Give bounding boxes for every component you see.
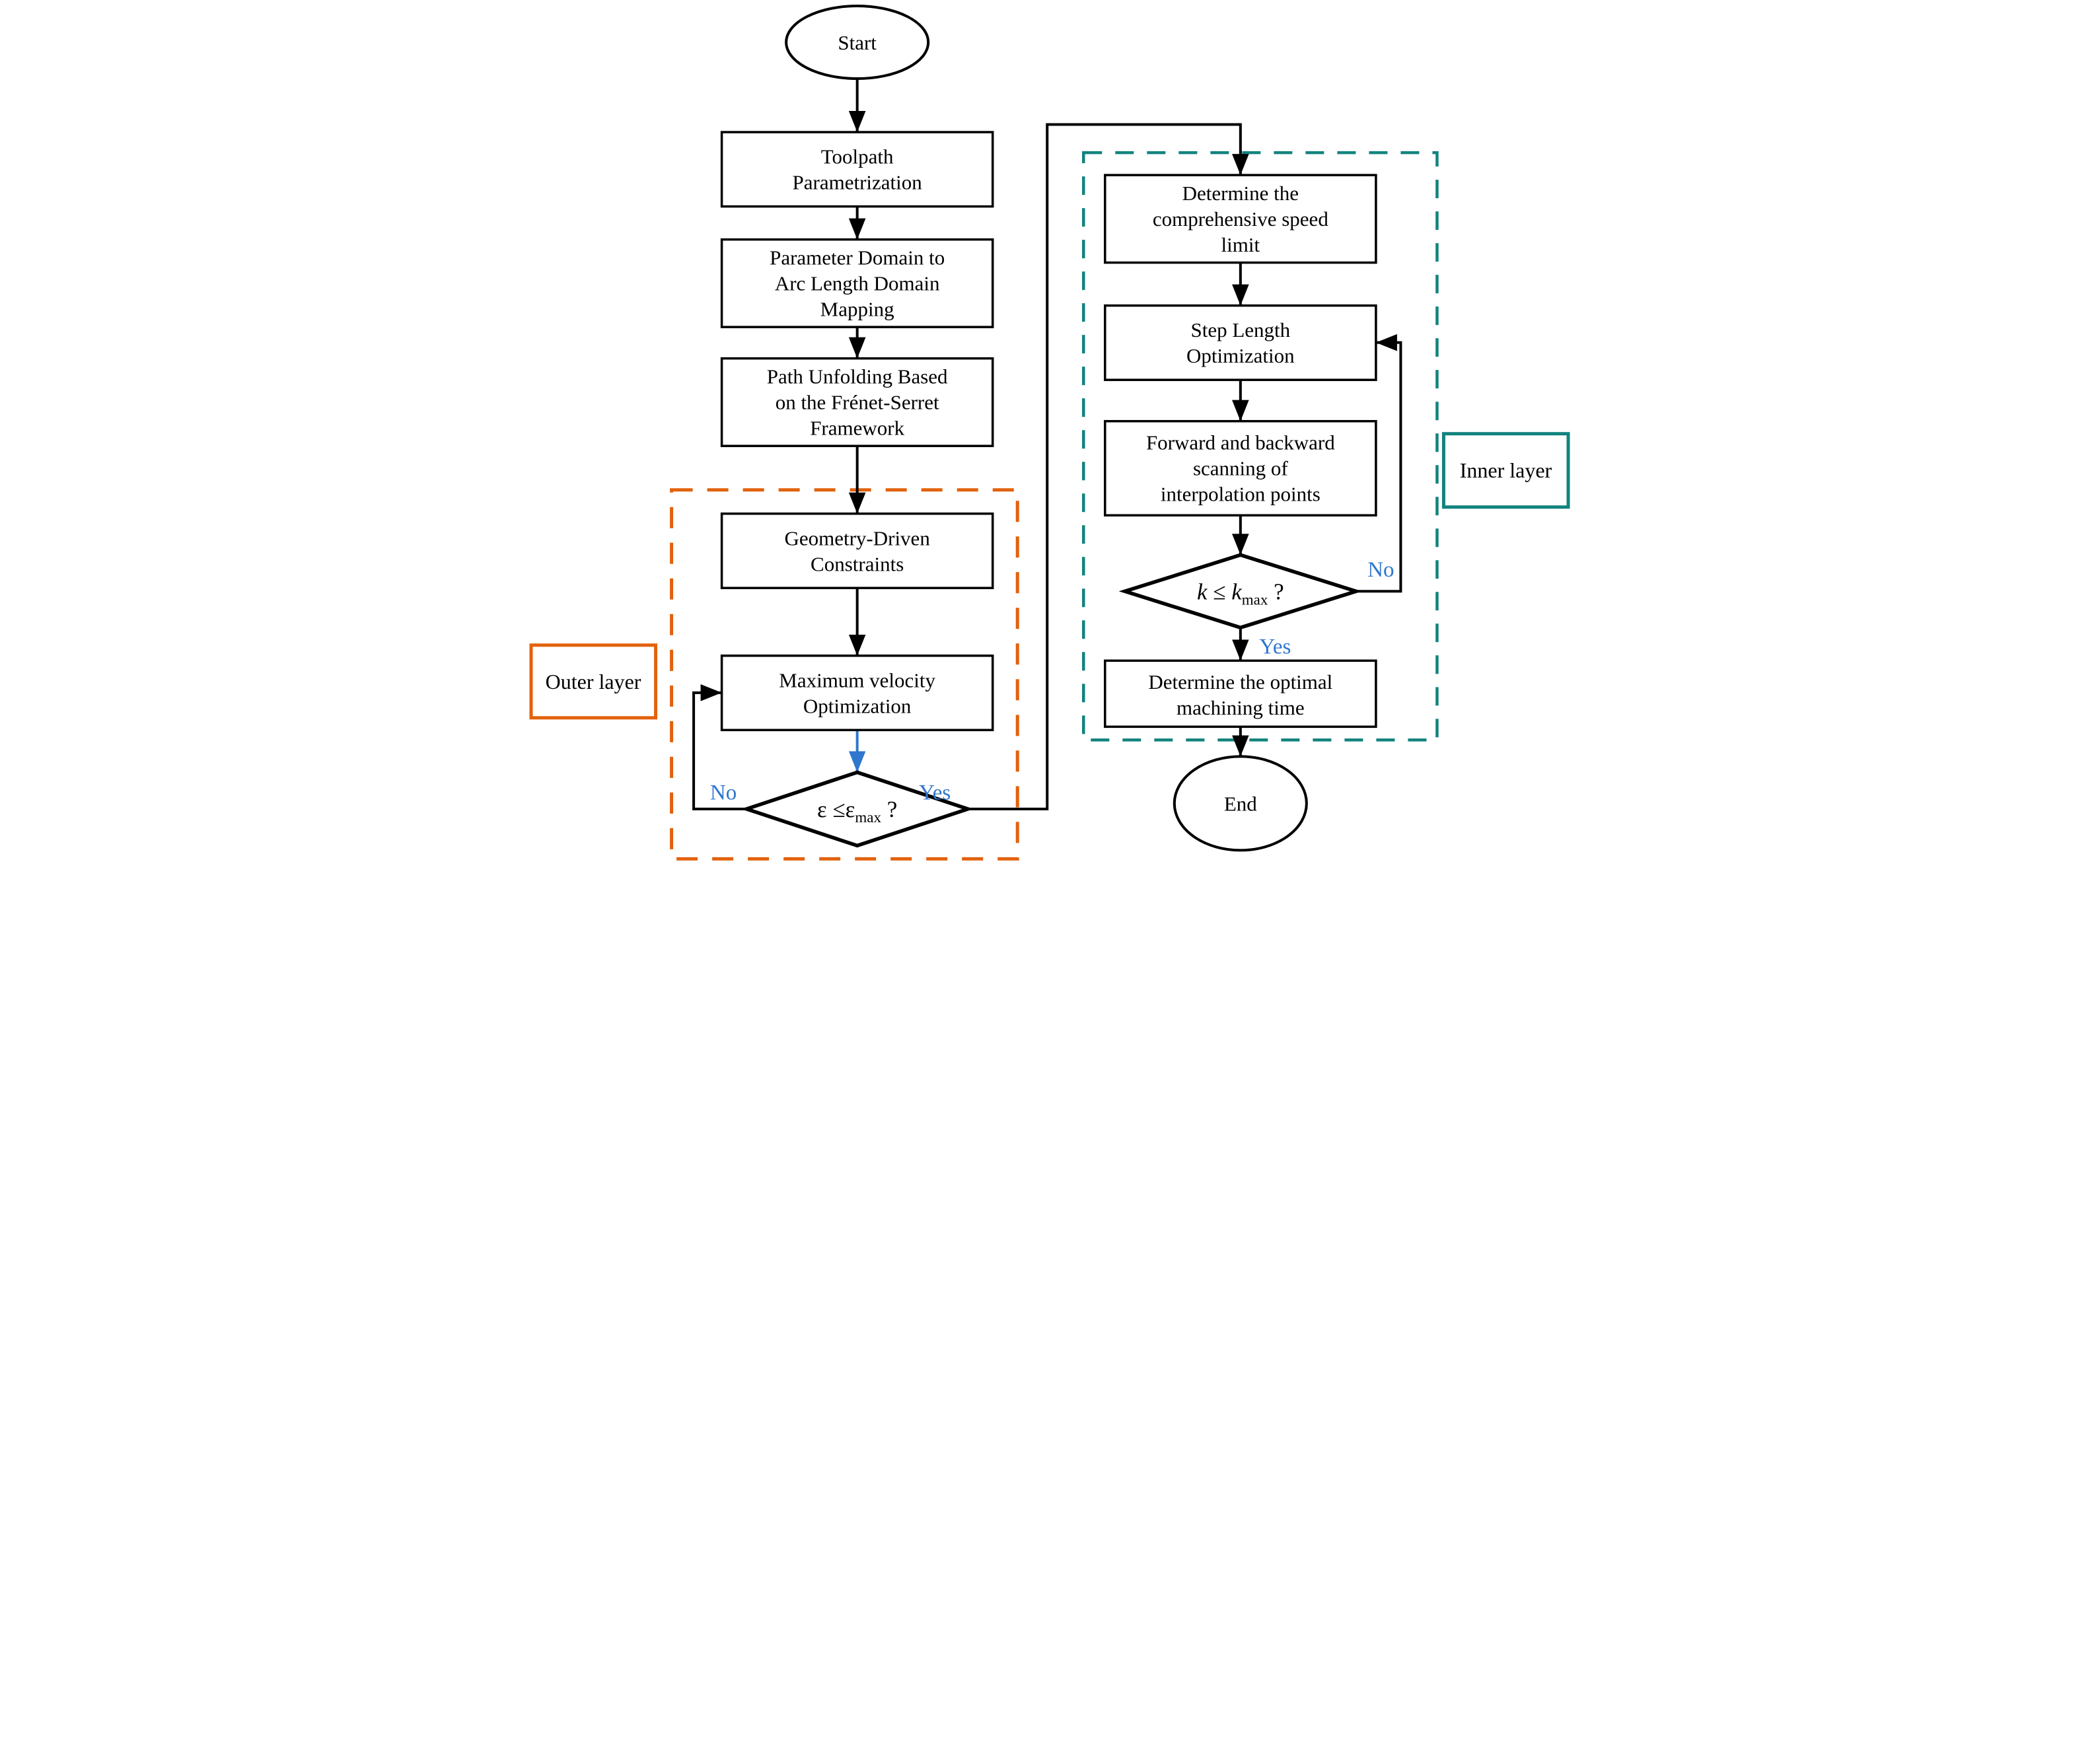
epsilon-no-label: No (709, 781, 736, 804)
connector-epsilon-yes-speedlimit (967, 123, 1249, 810)
speed-limit-box (1103, 174, 1377, 264)
epsilon-decision-node: ε ≤εmax ? (740, 770, 974, 848)
inner-layer-legend: Inner layer (1441, 432, 1570, 509)
epsilon-decision-label: ε ≤εmax ? (817, 797, 897, 826)
end-ellipse (1173, 755, 1308, 852)
start-node: Start (784, 5, 929, 81)
start-ellipse (784, 5, 929, 81)
scanning-box (1103, 419, 1377, 516)
path-unfolding-box (720, 357, 994, 447)
outer-layer-box (529, 643, 657, 720)
epsilon-decision-diamond (740, 770, 974, 848)
machining-time-box (1103, 659, 1377, 728)
end-node: End (1173, 755, 1308, 852)
inner-layer-box (1441, 432, 1570, 509)
step-length-box (1103, 304, 1377, 381)
inner-layer-region (1081, 151, 1439, 742)
k-decision-diamond (1118, 553, 1362, 630)
max-velocity-box (720, 655, 994, 732)
start-label: Start (838, 31, 877, 54)
connector-k-no-loop (1356, 334, 1402, 593)
inner-layer-label: Inner layer (1459, 458, 1552, 482)
outer-layer-legend: Outer layer (529, 643, 657, 720)
end-label: End (1223, 792, 1256, 815)
k-decision-label: k ≤ kmax ? (1196, 579, 1284, 608)
geometry-constraints-box (720, 512, 994, 590)
toolpath-box (720, 131, 994, 208)
parameter-mapping-box (720, 238, 994, 328)
k-yes-label: Yes (1259, 635, 1291, 658)
epsilon-yes-label: Yes (919, 781, 951, 804)
k-no-label: No (1367, 558, 1394, 582)
outer-layer-label: Outer layer (545, 670, 641, 693)
k-decision-node: k ≤ kmax ? (1118, 553, 1362, 630)
connector-epsilon-no-loop (692, 684, 746, 810)
